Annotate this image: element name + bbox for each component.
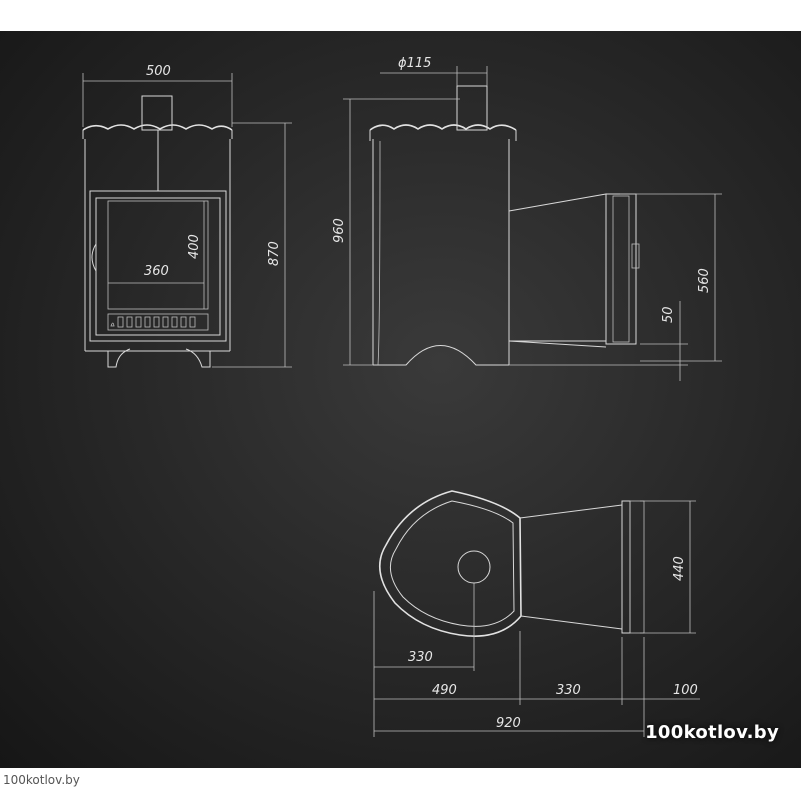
dim-tank-offset: 50: [661, 306, 676, 323]
ash-grille: [107, 313, 209, 331]
source-caption: 100kotlov.by: [3, 773, 80, 787]
technical-drawing: 500 870 400 360: [82, 56, 722, 737]
front-view: [82, 73, 292, 368]
dim-tank-depth: 440: [672, 556, 687, 581]
side-view: [343, 66, 722, 381]
dim-door-height: 400: [187, 234, 202, 259]
watermark-brand: 100kotlov.by: [645, 722, 779, 743]
chalkboard-background: 500 870 400 360: [0, 31, 801, 768]
top-view: [373, 490, 700, 737]
dim-door-width: 360: [144, 264, 169, 279]
dim-total-length: 920: [496, 716, 521, 731]
dim-firebox-depth: 490: [432, 683, 457, 698]
dim-side-height: 960: [332, 218, 347, 243]
dim-front-width: 500: [146, 64, 171, 79]
dim-tank-length: 100: [673, 683, 698, 698]
dim-front-height: 870: [267, 241, 282, 266]
dim-tunnel-length: 330: [556, 683, 581, 698]
dim-flue-diameter: ϕ115: [398, 56, 431, 71]
dim-firebox-center: 330: [408, 650, 433, 665]
dim-tank-height: 560: [697, 268, 712, 293]
